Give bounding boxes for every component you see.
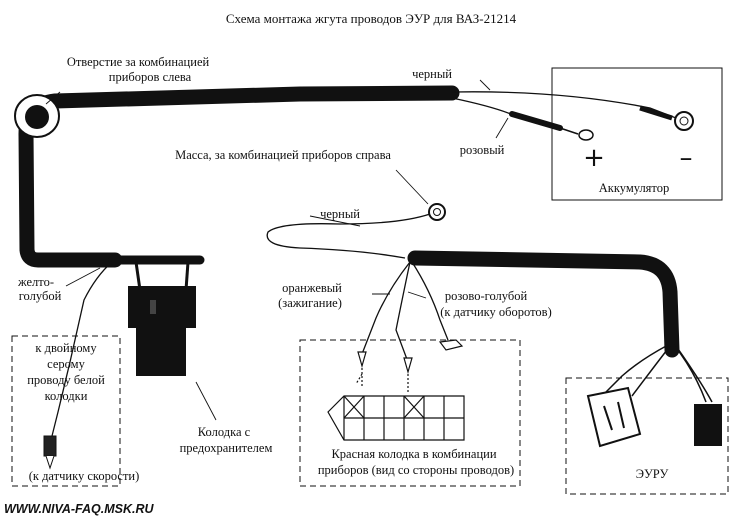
label-fuse-block-2: предохранителем	[180, 441, 273, 455]
wire-black-ground	[266, 213, 431, 259]
ecu-connector-right	[694, 404, 722, 446]
thin-wires	[51, 91, 713, 437]
leader-lines	[45, 79, 509, 421]
label-double-grey-4: колодки	[45, 389, 88, 403]
label-pink-blue-1: розово-голубой	[445, 289, 528, 303]
diagram-title: Схема монтажа жгута проводов ЭУР для ВАЗ…	[226, 11, 517, 26]
label-double-grey-2: серому	[47, 357, 85, 371]
wire-orange-2	[395, 261, 411, 363]
label-orange-1: оранжевый	[282, 281, 342, 295]
label-speed-sensor: (к датчику скорости)	[29, 469, 140, 483]
dashed-box-red-block	[299, 339, 521, 487]
label-double-grey-1: к двойному	[35, 341, 97, 355]
label-double-grey-3: проводу белой	[27, 373, 105, 387]
battery-minus-sign: –	[680, 143, 693, 173]
label-eps-ecu: ЭУРУ	[636, 467, 669, 481]
label-fuse-block-1: Колодка с	[198, 425, 251, 439]
label-yellow-blue-2: голубой	[19, 289, 62, 303]
ground-terminal-ring	[428, 203, 446, 221]
battery-plus-sign: +	[583, 143, 605, 173]
red-connector-block	[327, 395, 465, 441]
label-hole-left-2: приборов слева	[109, 70, 192, 84]
label-hole-left-1: Отверстие за комбинацией	[67, 55, 210, 69]
dashed-box-ecu	[565, 377, 729, 495]
label-red-block-2: приборов (вид со стороны проводов)	[318, 463, 514, 477]
label-yellow-blue-1: желто-	[17, 275, 54, 289]
fuse-block	[128, 286, 196, 376]
wire-yellow-blue	[51, 261, 113, 437]
label-pink: розовый	[460, 143, 505, 157]
label-ground-right: Масса, за комбинацией приборов справа	[175, 148, 391, 162]
red-block-terminals	[355, 339, 464, 392]
battery-label: Аккумулятор	[599, 181, 669, 195]
label-pink-blue-2: (к датчику оборотов)	[440, 305, 551, 319]
footer-url: WWW.NIVA-FAQ.MSK.RU	[4, 502, 154, 516]
battery-box: + – Аккумулятор	[551, 67, 723, 201]
speed-sensor-terminal	[43, 435, 57, 470]
label-black-mid: черный	[320, 207, 360, 221]
label-orange-2: (зажигание)	[278, 296, 342, 310]
wire-black-top	[451, 91, 677, 119]
minus-terminal-ring	[639, 105, 694, 131]
grommet-hole-left	[14, 94, 60, 138]
label-black-top: черный	[412, 67, 452, 81]
label-red-block-1: Красная колодка в комбинации	[331, 447, 496, 461]
wire-orange	[361, 261, 411, 355]
main-harness	[18, 85, 680, 358]
ecu-connector-left	[586, 386, 642, 448]
wire-pink-blue	[411, 261, 449, 341]
dashed-box-speed-sensor	[11, 335, 121, 487]
